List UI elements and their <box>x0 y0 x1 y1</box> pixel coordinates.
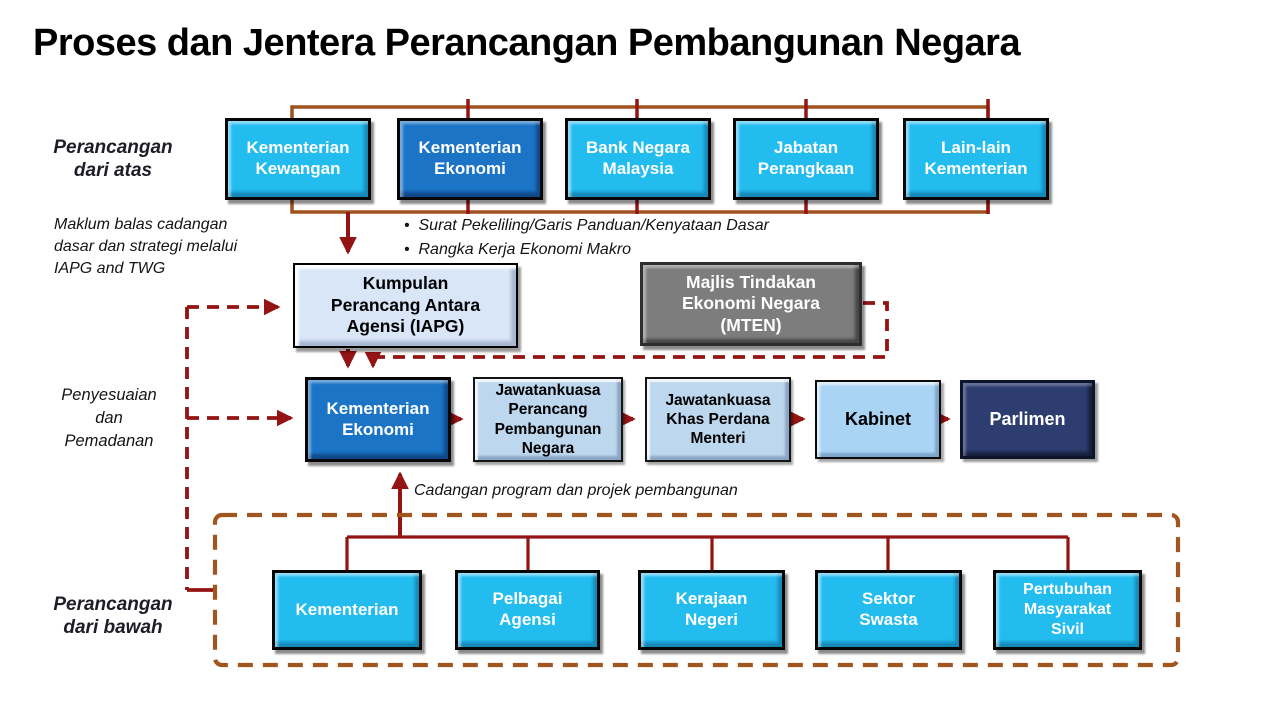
label-perancangan-dari-atas: Perancangan dari atas <box>53 137 173 181</box>
node-kementerian-kewangan: Kementerian Kewangan <box>225 118 371 200</box>
node-kerajaan-negeri: Kerajaan Negeri <box>638 570 785 650</box>
node-pelbagai-agensi: Pelbagai Agensi <box>455 570 600 650</box>
label-maklum-balas: Maklum balas cadangan dasar dan strategi… <box>54 216 238 278</box>
page-title: Proses dan Jentera Perancangan Pembangun… <box>33 22 1021 64</box>
node-jabatan-perangkaan: Jabatan Perangkaan <box>733 118 879 200</box>
node-lain-lain-kementerian: Lain-lain Kementerian <box>903 118 1049 200</box>
policy-output-list: Surat Pekeliling/Garis Panduan/Kenyataan… <box>404 217 769 265</box>
policy-output-item: Surat Pekeliling/Garis Panduan/Kenyataan… <box>404 217 769 235</box>
label-penyesuaian: Penyesuaian dan Pemadanan <box>61 386 157 450</box>
node-mten: Majlis Tindakan Ekonomi Negara (MTEN) <box>640 262 862 346</box>
node-pertubuhan-masyarakat-sivil: Pertubuhan Masyarakat Sivil <box>993 570 1142 650</box>
node-kementerian-ekonomi-top: Kementerian Ekonomi <box>397 118 543 200</box>
node-iapg: Kumpulan Perancang Antara Agensi (IAPG) <box>293 263 518 348</box>
node-kementerian-bottom: Kementerian <box>272 570 422 650</box>
node-sektor-swasta: Sektor Swasta <box>815 570 962 650</box>
node-jawatankuasa-perancang: Jawatankuasa Perancang Pembangunan Negar… <box>473 377 623 462</box>
label-cadangan-program: Cadangan program dan projek pembangunan <box>414 482 738 499</box>
node-kabinet: Kabinet <box>815 380 941 459</box>
node-jawatankuasa-khas: Jawatankuasa Khas Perdana Menteri <box>645 377 791 462</box>
bottom-up-tree <box>345 535 1070 570</box>
node-parlimen: Parlimen <box>960 380 1095 459</box>
label-perancangan-dari-bawah: Perancangan dari bawah <box>53 594 173 638</box>
node-bank-negara-malaysia: Bank Negara Malaysia <box>565 118 711 200</box>
dashed-feedback-spine <box>185 298 294 592</box>
node-kementerian-ekonomi-mid: Kementerian Ekonomi <box>305 377 451 462</box>
policy-output-item: Rangka Kerja Ekonomi Makro <box>404 241 769 259</box>
top-connector-stubs <box>466 99 990 214</box>
bottom-up-frame <box>212 512 1181 668</box>
